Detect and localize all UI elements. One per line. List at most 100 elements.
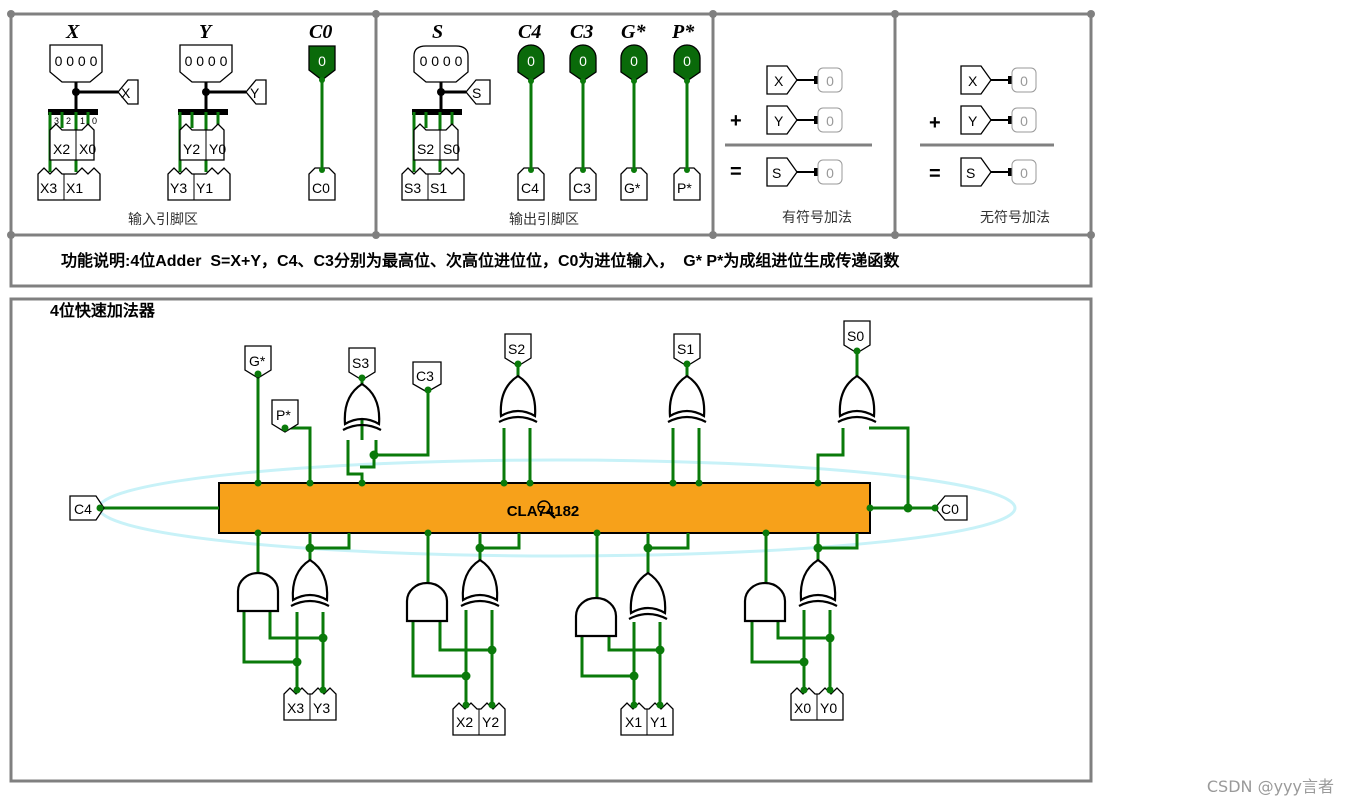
pin-x3-y3[interactable]: X3 Y3 (283, 687, 337, 721)
pin-x3-label: X3 (287, 700, 304, 716)
signed-plus: + (730, 110, 742, 132)
x-bit-0: 0 (92, 116, 97, 126)
pin-p-bottom-label: P* (276, 407, 291, 423)
top-wire-dots (319, 77, 690, 173)
pin-s1-bottom[interactable]: S1 (673, 333, 701, 367)
xor-gate-0[interactable] (797, 558, 839, 608)
pin-x3: X3 (40, 180, 57, 196)
xor-gate-2[interactable] (459, 558, 501, 608)
magnifier-icon (537, 500, 556, 519)
s-splitter-value: 0 0 0 0 (420, 53, 463, 69)
pin-g-top: G* (624, 180, 641, 196)
c0-input-group[interactable]: 0 C0 (308, 45, 336, 201)
header-s: S (432, 21, 443, 43)
p-led-value: 0 (683, 53, 691, 69)
watermark: CSDN @yyy言者 (1206, 777, 1334, 796)
and-gate-0[interactable] (743, 581, 787, 623)
p-output-group[interactable]: 0 P* (673, 44, 701, 201)
header-y: Y (199, 21, 213, 43)
pin-s0-bottom-label: S0 (847, 328, 864, 344)
pin-y3-label: Y3 (313, 700, 330, 716)
pin-s2-bottom[interactable]: S2 (504, 333, 532, 367)
pin-y2: Y2 (183, 141, 200, 157)
and-gate-3[interactable] (236, 571, 280, 613)
xor-gate-1[interactable] (627, 571, 669, 621)
pin-y0: Y0 (209, 141, 226, 157)
signed-y-value: 0 (826, 113, 834, 129)
pin-y0-label: Y0 (820, 700, 837, 716)
frame-corner-dots (7, 10, 1095, 239)
g-led-value: 0 (630, 53, 638, 69)
pin-y1: Y1 (196, 180, 213, 196)
s-tunnel-label: S (472, 85, 481, 101)
unsigned-x-label: X (968, 73, 978, 89)
c4-output-group[interactable]: 0 C4 (517, 44, 545, 201)
signed-addition-panel[interactable]: X 0 Y 0 + = S 0 有符号加法 (725, 65, 872, 226)
pin-x2-y2[interactable]: X2 Y2 (452, 702, 506, 736)
pin-g-bottom[interactable]: G* (244, 345, 272, 379)
xor-gate-s1[interactable] (666, 374, 708, 424)
signed-x-label: X (774, 73, 784, 89)
header-p: P* (671, 21, 695, 43)
y-input-group[interactable]: 0 0 0 0 Y Y2 Y0 Y3 Y1 (167, 44, 267, 201)
pin-p-bottom[interactable]: P* (271, 399, 299, 433)
pin-s2: S2 (417, 141, 434, 157)
xor-gate-s0[interactable] (836, 374, 878, 424)
signed-equals: = (730, 161, 742, 183)
pin-x0-y0[interactable]: X0 Y0 (790, 687, 844, 721)
signed-s-label: S (772, 165, 781, 181)
g-output-group[interactable]: 0 G* (620, 44, 648, 201)
pin-x1-y1[interactable]: X1 Y1 (620, 702, 674, 736)
pin-p-top: P* (677, 180, 692, 196)
and-gate-1[interactable] (574, 596, 618, 638)
signed-addition-label: 有符号加法 (782, 210, 852, 226)
pin-c3-bottom[interactable]: C3 (412, 361, 442, 393)
x-tunnel-label: X (121, 85, 131, 101)
signed-s-value: 0 (826, 165, 834, 181)
header-c3: C3 (570, 21, 593, 43)
pin-c0-bottom-label: C0 (941, 501, 959, 517)
chip-label: CLA74182 (507, 503, 580, 520)
unsigned-equals: = (929, 163, 941, 185)
unsigned-addition-label: 无符号加法 (980, 210, 1050, 226)
s-output-group[interactable]: 0 0 0 0 S S2 S0 S3 S1 (401, 45, 491, 201)
input-area-label: 输入引脚区 (128, 212, 198, 228)
pin-x2-label: X2 (456, 714, 473, 730)
circuit-title: 4位快速加法器 (50, 301, 156, 320)
header-c0: C0 (309, 21, 332, 43)
y-tunnel-label: Y (250, 85, 260, 101)
pin-y2-label: Y2 (482, 714, 499, 730)
c3-led-value: 0 (579, 53, 587, 69)
unsigned-s-value: 0 (1020, 165, 1028, 181)
signed-y-label: Y (774, 113, 784, 129)
pin-s3-bottom[interactable]: S3 (348, 347, 376, 381)
c4-led-value: 0 (527, 53, 535, 69)
pin-y1-label: Y1 (650, 714, 667, 730)
x-splitter-value: 0 0 0 0 (55, 53, 98, 69)
pin-s1-bottom-label: S1 (677, 341, 694, 357)
pin-c0-bottom[interactable]: C0 (934, 495, 968, 521)
pin-x1-label: X1 (625, 714, 642, 730)
pin-x1: X1 (66, 180, 83, 196)
pin-s3: S3 (404, 180, 421, 196)
unsigned-addition-panel[interactable]: X 0 Y 0 + = S 0 无符号加法 (920, 65, 1054, 226)
xor-gate-s2[interactable] (497, 374, 539, 424)
c0-led-value: 0 (318, 53, 326, 69)
output-area-label: 输出引脚区 (509, 212, 579, 228)
pin-s1: S1 (430, 180, 447, 196)
pin-c4-bottom[interactable]: C4 (69, 495, 105, 521)
unsigned-s-label: S (966, 165, 975, 181)
unsigned-y-value: 0 (1020, 113, 1028, 129)
and-gate-2[interactable] (405, 581, 449, 623)
xor-gate-3[interactable] (289, 558, 331, 608)
pin-c0-top: C0 (312, 180, 330, 196)
header-g: G* (621, 21, 646, 43)
cla74182-chip[interactable]: CLA74182 (218, 482, 871, 534)
x-bit-1: 1 (80, 116, 85, 126)
pin-s0-bottom[interactable]: S0 (843, 320, 871, 354)
c3-output-group[interactable]: 0 C3 (569, 44, 597, 201)
x-bit-2: 2 (66, 116, 71, 126)
pin-c3-bottom-label: C3 (416, 368, 434, 384)
